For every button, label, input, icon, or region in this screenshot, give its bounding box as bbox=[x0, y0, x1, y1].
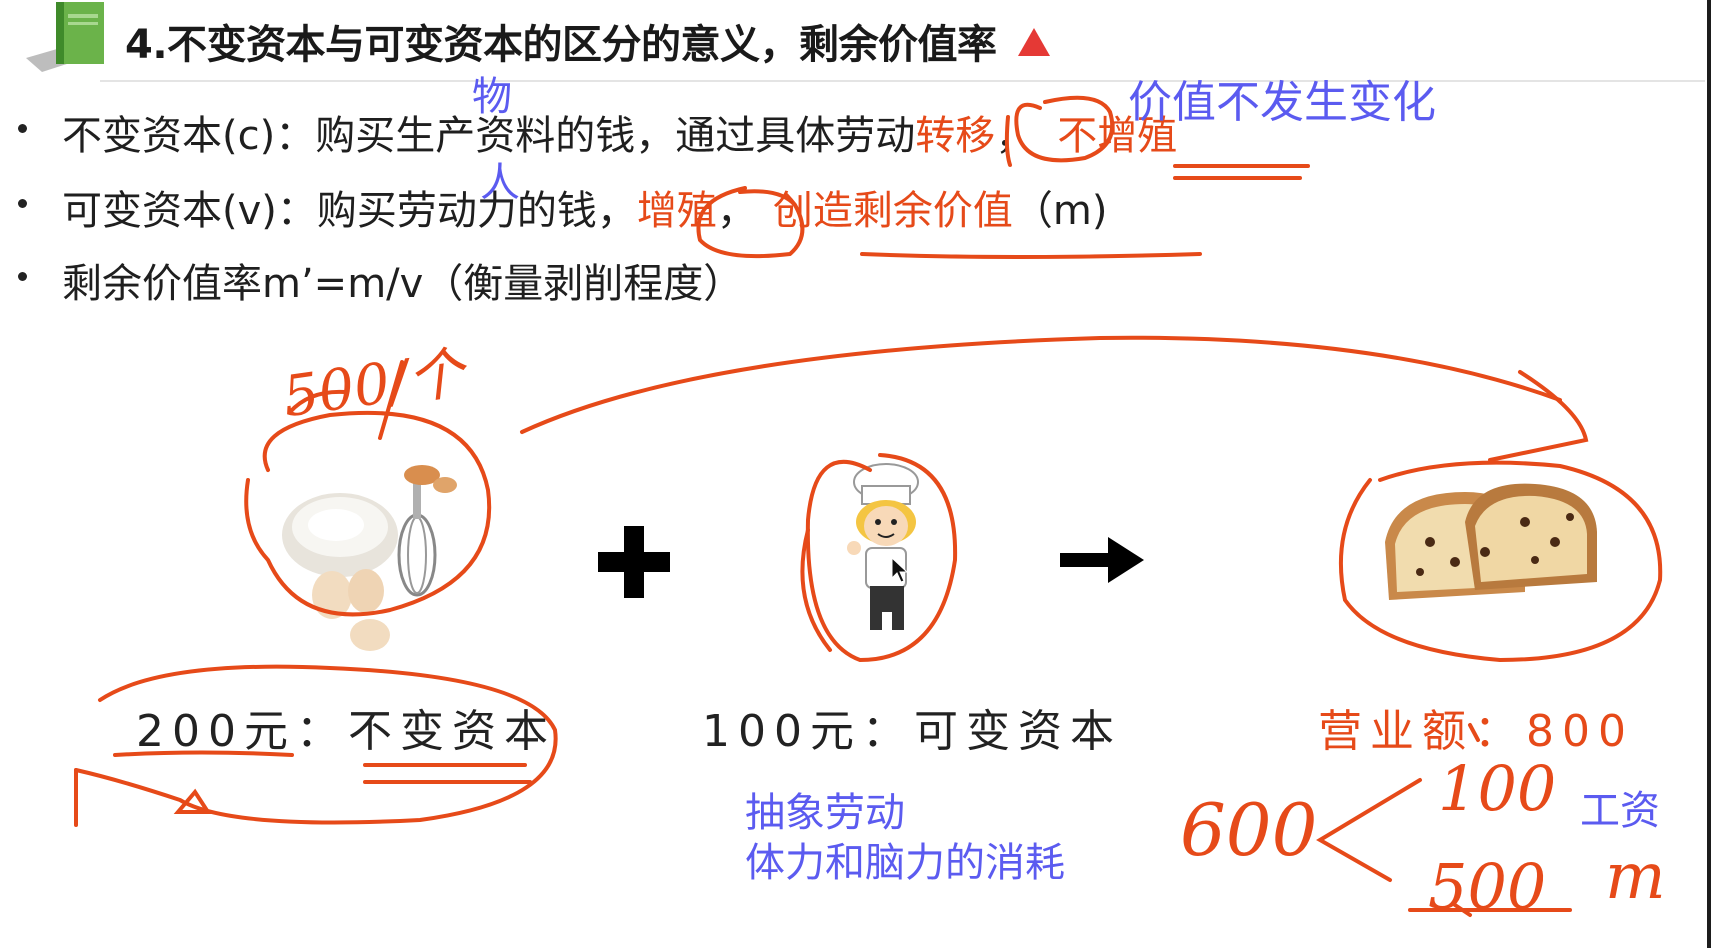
green-book-icon bbox=[26, 2, 104, 72]
flour-eggs-whisk-image bbox=[282, 465, 457, 651]
annotation-100: 100 bbox=[1438, 752, 1557, 825]
annotation-500-each: 500/个 bbox=[279, 340, 469, 431]
annotation-value-unchanged: 价值不发生变化 bbox=[1128, 77, 1436, 128]
bullet-dot bbox=[18, 199, 27, 208]
slide-title: 4.不变资本与可变资本的区分的意义，剩余价值率 bbox=[125, 12, 1050, 70]
bullet-constant-capital: 不变资本(c)：购买生产资料的钱，通过具体劳动转移，不增殖 bbox=[62, 113, 1178, 159]
caption-revenue: 营业额：800 bbox=[1318, 706, 1634, 757]
annotation-wu: 物 bbox=[472, 74, 512, 120]
annotation-600: 600 bbox=[1180, 788, 1318, 872]
mouse-cursor-icon bbox=[891, 556, 909, 583]
chef-cartoon-image bbox=[847, 463, 919, 630]
title-divider bbox=[100, 80, 1705, 82]
annotation-wage: 工资 bbox=[1580, 788, 1660, 834]
bullet-surplus-rate: 剩余价值率m’=m/v（衡量剥削程度） bbox=[62, 261, 744, 307]
annotation-abstract-labor-detail: 体力和脑力的消耗 bbox=[745, 840, 1065, 886]
right-arrow-icon bbox=[1060, 537, 1144, 583]
annotation-ren: 人 bbox=[480, 160, 520, 206]
annotation-abstract-labor: 抽象劳动 bbox=[745, 790, 905, 836]
red-triangle-icon bbox=[1017, 28, 1050, 56]
caption-constant-capital: 200元：不变资本 bbox=[136, 706, 556, 757]
annotation-500: 500 bbox=[1428, 850, 1547, 923]
plus-icon bbox=[598, 526, 670, 598]
bullet-variable-capital: 可变资本(v)：购买劳动力的钱，增殖，创造剩余价值（m) bbox=[62, 188, 1108, 234]
window-edge bbox=[1707, 0, 1711, 948]
raisin-bread-image bbox=[1385, 483, 1597, 600]
bullet-dot bbox=[18, 272, 27, 281]
bullet-dot bbox=[18, 124, 27, 133]
annotation-m: m bbox=[1605, 840, 1666, 914]
caption-variable-capital: 100元：可变资本 bbox=[702, 706, 1122, 757]
